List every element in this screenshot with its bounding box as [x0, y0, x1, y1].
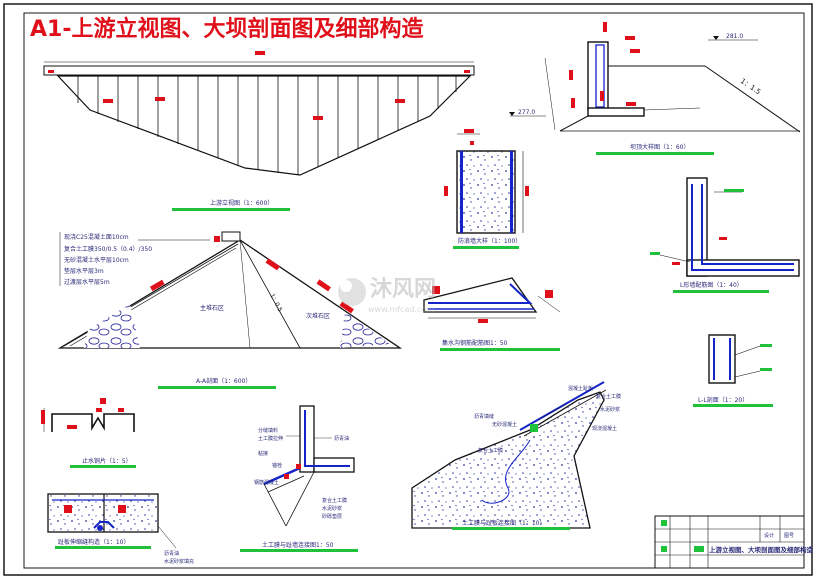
- membrane-label-7: 现浇混凝土: [592, 425, 617, 432]
- caption-membrane-joint: 土工膜与趾板连接图（1：10）: [462, 519, 545, 527]
- section-layer-5: 过渡层水平层5m: [64, 278, 110, 286]
- geomembrane-label-5: 钢筋混凝土: [254, 479, 279, 486]
- crest-elev-bottom: 277.0: [518, 109, 535, 116]
- crest-detail: 281.0 277.0 1：1.5 坝顶大样图（1：60）: [509, 22, 801, 155]
- geomembrane-label-9: 砂砾垫层: [322, 513, 342, 520]
- caption-elevation: 上游立视图（1：600）: [210, 199, 273, 207]
- caption-geomembrane: 土工膜与趾墙连接图1：50: [262, 541, 334, 549]
- drawing-title: A1-上游立视图、大坝剖面图及细部构造: [30, 16, 423, 42]
- section-layer-2: 复合土工膜350/0.5（0.4）/350: [64, 245, 152, 253]
- geomembrane-label-2: 土工膜拉伸: [258, 435, 283, 442]
- parapet-detail: 防浪墙大样（1：100）: [444, 129, 529, 249]
- section-layer-3: 无砂混凝土水平层10cm: [64, 256, 129, 264]
- geomembrane-label-1: 分缝填料: [258, 427, 278, 434]
- l-wall-reinforcement: L形墙配筋图（1：40）: [650, 177, 800, 293]
- membrane-label-4: 沥青填缝: [474, 413, 494, 420]
- geomembrane-label-8: 水泥砂浆: [322, 505, 342, 512]
- title-block-small: 设计: [764, 532, 774, 539]
- geomembrane-toe-wall: 分缝填料 土工膜拉伸 粘接 锚栓 钢筋混凝土 沥青油 复合土工膜 水泥砂浆 砂砾…: [240, 405, 358, 552]
- caption-drain: 集水沟钢筋配筋图1：50: [442, 339, 508, 347]
- l-l-section: L-L剖面（1：20）: [693, 334, 773, 407]
- zone-label-right: 次堆石区: [306, 312, 330, 320]
- inner-frame: [23, 12, 805, 569]
- joint-label-2: 水泥砂浆填充: [164, 558, 194, 565]
- caption-stopwater: 止水铜片（1：5）: [82, 457, 132, 465]
- joint-label-1: 沥青油: [164, 550, 179, 557]
- geomembrane-label-3: 粘接: [258, 450, 268, 457]
- caption-parapet: 防浪墙大样（1：100）: [458, 237, 521, 245]
- caption-l-section: L-L剖面（1：20）: [698, 396, 748, 404]
- membrane-label-5: 无砂混凝土: [492, 421, 517, 428]
- membrane-label-3: 水泥砂浆: [600, 406, 620, 413]
- geomembrane-label-7: 复合土工膜: [322, 497, 347, 504]
- title-block-sheet: 图号: [784, 533, 794, 539]
- zone-label-left: 主堆石区: [200, 304, 224, 312]
- dam-section-aa: 现浇C25混凝土面10cm 复合土工膜350/0.5（0.4）/350 无砂混凝…: [57, 231, 403, 389]
- copper-stopwater: 止水铜片（1：5）: [41, 398, 136, 468]
- geomembrane-label-6: 沥青油: [334, 435, 349, 442]
- caption-joint: 趾板伸缩缝构造（1：10）: [58, 538, 129, 546]
- crest-elev-top: 281.0: [726, 33, 743, 40]
- title-block: 设计 图号 上游立视图、大坝剖面图及细部构造: [654, 515, 814, 569]
- caption-crest-detail: 坝顶大样图（1：60）: [630, 143, 689, 151]
- membrane-label-1: 混凝土趾板: [568, 385, 593, 392]
- upstream-elevation: 上游立视图（1：600）: [43, 51, 475, 211]
- crest-slope: 1：1.5: [739, 77, 762, 96]
- title-block-main: 上游立视图、大坝剖面图及细部构造: [709, 545, 814, 554]
- membrane-label-6: 复合土工膜: [478, 447, 503, 454]
- membrane-label-2: 复合土工膜: [596, 393, 621, 400]
- watermark-text: 沐风网: [370, 277, 436, 302]
- watermark-url: www.mfcad.com: [368, 305, 434, 314]
- caption-l-wall: L形墙配筋图（1：40）: [680, 281, 743, 289]
- drain-reinforcement: 集水沟钢筋配筋图1：50: [423, 277, 561, 351]
- watermark: 沐风网 www.mfcad.com: [338, 277, 436, 314]
- outer-frame: [3, 3, 813, 576]
- toe-slab-joint: 沥青油 水泥砂浆填充 趾板伸缩缝构造（1：10）: [47, 493, 194, 565]
- section-layer-4: 垫层水平层3m: [64, 267, 104, 275]
- section-layer-1: 现浇C25混凝土面10cm: [64, 233, 129, 241]
- caption-section-aa: A-A剖面（1：600）: [196, 377, 251, 385]
- membrane-toe-slab: 混凝土趾板 复合土工膜 水泥砂浆 沥青填缝 无砂混凝土 复合土工膜 现浇混凝土 …: [411, 381, 621, 530]
- geomembrane-label-4: 锚栓: [272, 462, 282, 469]
